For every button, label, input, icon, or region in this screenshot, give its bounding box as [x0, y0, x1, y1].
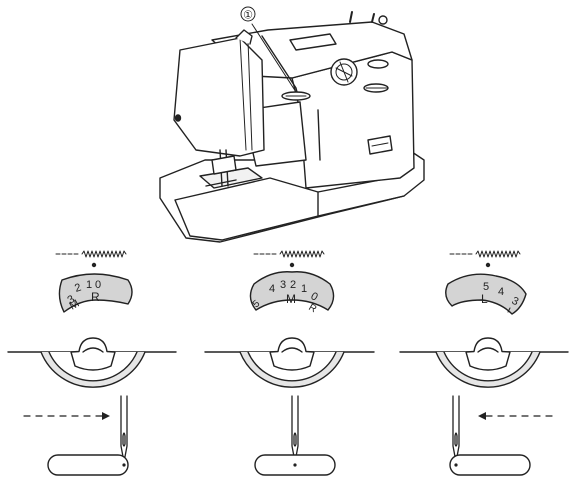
dial-window	[249, 271, 335, 311]
stitch-indicator	[55, 250, 127, 258]
dial-label: 3	[510, 295, 521, 308]
dial-label: R	[307, 302, 319, 315]
dial-label: 2	[290, 279, 296, 291]
callout-leader	[251, 23, 297, 93]
dial-label: 0	[95, 279, 101, 291]
sewing-machine-illustration: ①	[159, 6, 425, 243]
callout-marker	[240, 6, 256, 22]
hand-wheel-section	[40, 337, 146, 388]
dial-label: 4	[498, 286, 504, 298]
hand-wheel-section	[239, 337, 345, 388]
needle-drop-point	[454, 463, 458, 467]
dial-window	[445, 273, 527, 315]
indicator-dot	[289, 262, 295, 268]
hand-wheel-section	[435, 337, 541, 388]
dial-label: L	[481, 292, 488, 306]
dial-window	[58, 273, 133, 313]
dial-label: 2	[73, 282, 83, 295]
needle-drop-point	[122, 463, 126, 467]
indicator-dot	[91, 262, 97, 268]
panel-right: 5 4 3 L	[435, 250, 553, 476]
needle-drop-point	[293, 463, 297, 467]
stitch-indicator	[449, 250, 521, 258]
dial-label: 5	[251, 298, 263, 310]
panel-middle: 5 4 3 2 1 0 M R	[239, 250, 345, 476]
dial-label: R	[91, 290, 100, 304]
dial-label: 1	[301, 283, 307, 295]
stitch-indicator	[253, 250, 325, 258]
callout-number: ①	[243, 10, 253, 22]
dial-label: 1	[86, 279, 92, 291]
needle	[120, 395, 128, 463]
panel-left: 3 2 1 0 M R	[23, 250, 146, 476]
needle-plate	[449, 454, 531, 476]
dial-label: 0	[309, 290, 320, 303]
dial-label: 4	[269, 283, 275, 295]
indicator-dot	[485, 262, 491, 268]
dial-label: 3	[280, 279, 286, 291]
dial-label: 3	[66, 293, 77, 306]
needle-plate	[47, 454, 129, 476]
needle	[452, 395, 460, 463]
dial-label: M	[286, 292, 296, 306]
dial-label: 5	[483, 281, 489, 293]
needle	[291, 395, 299, 463]
